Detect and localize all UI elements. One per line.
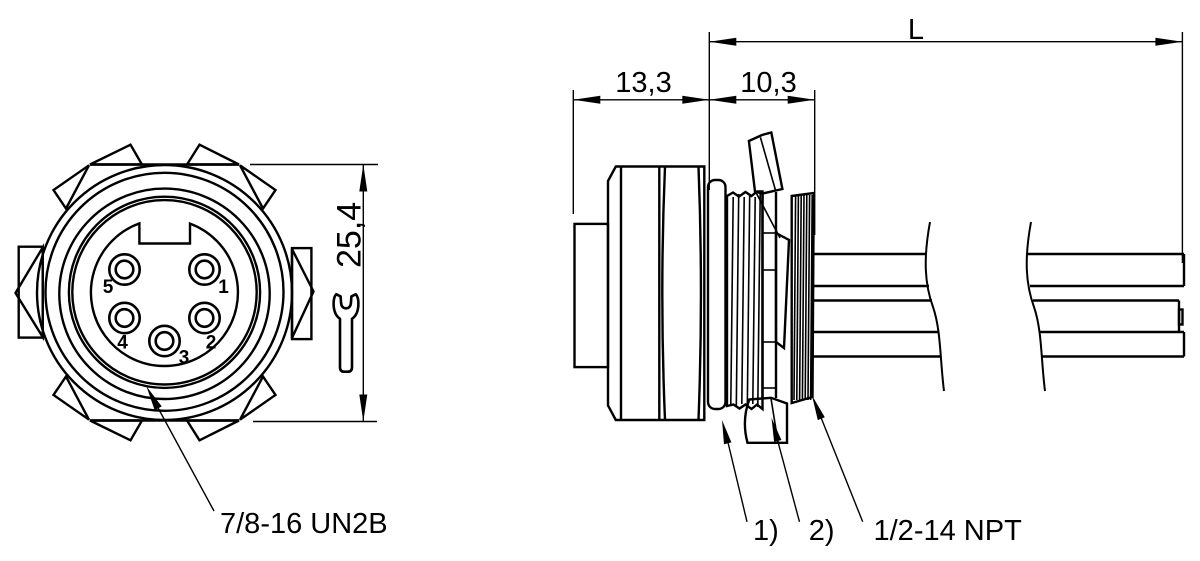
svg-text:4: 4 — [117, 332, 128, 353]
svg-text:5: 5 — [103, 277, 114, 298]
svg-text:2: 2 — [206, 332, 217, 353]
svg-text:L: L — [908, 14, 924, 46]
svg-text:25,4: 25,4 — [331, 202, 369, 268]
svg-text:2): 2) — [809, 515, 835, 547]
svg-text:7/8-16 UN2B: 7/8-16 UN2B — [220, 508, 388, 540]
svg-text:10,3: 10,3 — [740, 67, 796, 99]
svg-text:3: 3 — [179, 348, 190, 369]
svg-text:1/2-14 NPT: 1/2-14 NPT — [874, 515, 1023, 547]
svg-text:13,3: 13,3 — [615, 67, 671, 99]
svg-text:1): 1) — [753, 515, 779, 547]
svg-text:1: 1 — [218, 277, 229, 298]
